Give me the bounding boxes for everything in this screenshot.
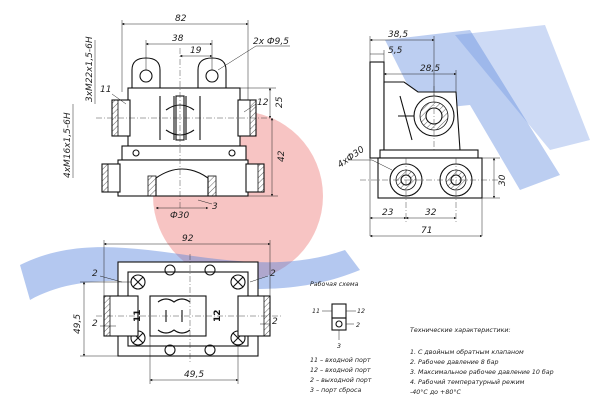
top-view: 11 12 2 2 2 2 92 49,5 49,5 — [73, 234, 282, 384]
dim-19: 19 — [190, 46, 202, 56]
scheme-box — [331, 303, 347, 319]
watermark-blue-swoosh-3 — [455, 25, 590, 150]
dim-25: 25 — [275, 96, 285, 108]
leader-3 — [197, 199, 213, 205]
thread-side-label: 4хМ16х1,5-6Н — [63, 112, 73, 178]
screw-slot — [132, 276, 144, 288]
dim-d30: Ф30 — [170, 211, 189, 221]
dim-30: 30 — [498, 174, 508, 186]
dim-71: 71 — [421, 226, 432, 236]
side-view: 38,5 5,5 28,5 4хФ30 30 23 32 71 — [336, 30, 508, 238]
working-scheme: Рабочая схема 11 12 2 3 11 – входной пор… — [310, 280, 372, 394]
dim-495-h: 49,5 — [184, 370, 204, 380]
port-11-top-label: 11 — [133, 309, 143, 322]
legend-item: 2 – выходной порт — [310, 377, 372, 384]
port-3-label: 3 — [212, 202, 218, 212]
leader-2 — [99, 275, 123, 283]
port-2-label-br: 2 — [272, 317, 278, 327]
spec-item: 4. Рабочий температурный режим — [410, 378, 525, 386]
top-hole-icon — [204, 344, 216, 356]
dim-385: 38,5 — [388, 30, 408, 40]
scheme-label-12: 12 — [357, 308, 365, 315]
port-11-label: 11 — [100, 85, 111, 95]
spec-item: 1. С двойным обратным клапаном — [410, 348, 524, 356]
bolt-icon — [132, 149, 140, 157]
dim-23: 23 — [382, 208, 394, 218]
scheme-box-2 — [331, 317, 347, 331]
watermark-blue-swoosh-2 — [385, 30, 560, 190]
scheme-check-icon — [335, 320, 343, 328]
top-hole-icon — [164, 264, 176, 276]
lower-flange — [121, 145, 247, 161]
screw-slot — [232, 276, 244, 288]
dim-495-v: 49,5 — [73, 314, 83, 334]
dim-55: 5,5 — [388, 46, 403, 56]
side-rib — [398, 95, 414, 141]
scheme-label-2: 2 — [356, 322, 360, 329]
top-hole-icon — [164, 344, 176, 356]
port-12-top-label: 12 — [213, 309, 223, 322]
front-view: 82 38 19 2х Ф9,5 3хМ22х1,5-6Н 4хМ16х1,5-… — [63, 14, 290, 221]
legend-item: 12 – входной порт — [310, 367, 371, 374]
watermark — [20, 25, 590, 300]
mount-plate — [369, 61, 385, 159]
exhaust-hatch-right — [207, 175, 217, 197]
dim-38: 38 — [172, 34, 184, 44]
dim-92: 92 — [182, 234, 194, 244]
dim-82: 82 — [175, 14, 187, 24]
bottom-section — [117, 159, 249, 197]
legend-item: 3 – порт сброса — [310, 386, 361, 394]
leader-2 — [249, 275, 269, 283]
dim-holes: 2х Ф9,5 — [253, 37, 289, 47]
thread-top-label: 3хМ22х1,5-6Н — [85, 36, 95, 102]
dim-32: 32 — [425, 208, 437, 218]
port-2-label-tl: 2 — [92, 269, 98, 279]
top-hole-icon — [204, 264, 216, 276]
port-12-label: 12 — [257, 98, 269, 108]
leader-holes — [217, 45, 257, 71]
bolt-icon — [228, 149, 236, 157]
dim-42: 42 — [277, 150, 287, 162]
port-2-label-tr: 2 — [270, 269, 276, 279]
leader-12 — [243, 103, 257, 113]
port-2-label-bl: 2 — [92, 319, 98, 329]
fitting-right-thread — [257, 163, 265, 193]
legend-item: 11 – входной порт — [310, 357, 371, 364]
spec-item: 3. Максимальное рабочее давление 10 бар — [410, 368, 554, 376]
spec-item: -40°С до +80°С — [410, 388, 461, 396]
scheme-label-11: 11 — [312, 308, 320, 315]
scheme-label-3: 3 — [337, 343, 341, 350]
dim-4x30: 4хФ30 — [336, 145, 367, 171]
exhaust-hatch-left — [147, 175, 157, 197]
dim-285: 28,5 — [420, 64, 440, 74]
leader-4x30 — [371, 159, 393, 171]
technical-specs: Технические характеристики: 1. С двойным… — [410, 327, 554, 396]
fitting-left-thread — [101, 163, 109, 193]
scheme-title: Рабочая схема — [310, 280, 359, 288]
specs-title: Технические характеристики: — [410, 327, 511, 334]
leader-11 — [111, 93, 127, 105]
spec-item: 2. Рабочее давление 8 бар — [410, 358, 499, 366]
side-flange — [379, 149, 479, 159]
center-lobes — [157, 298, 191, 334]
